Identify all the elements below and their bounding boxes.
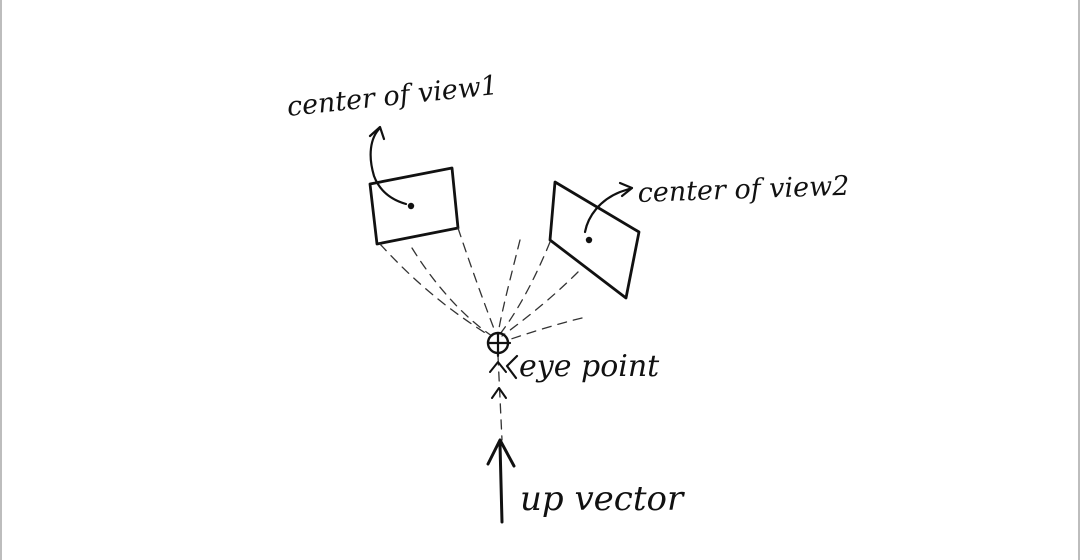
arrow-head-label-1 (368, 125, 386, 141)
frustum-line (499, 241, 551, 335)
label-center-of-view-2: center of view2 (637, 171, 850, 209)
arrow-view-2-to-label-2 (583, 186, 634, 234)
view-1-center-dot (407, 202, 415, 210)
up-vector-arrow-head (486, 438, 516, 468)
frustum-line (501, 271, 579, 337)
eye-point-cross (486, 331, 512, 358)
label-eye-point: eye point (519, 349, 660, 384)
frustum-line (457, 227, 497, 335)
frustum-line (379, 243, 491, 337)
dashed-line-chevrons (489, 361, 507, 399)
eye-point-pointer (505, 354, 519, 380)
frustum-line (507, 317, 583, 341)
view-2-center-dot (585, 236, 593, 244)
up-vector-shaft (498, 442, 504, 524)
view-2-frame (548, 180, 641, 300)
view-frustum-lines (379, 227, 583, 341)
label-up-vector: up vector (520, 479, 685, 519)
arrow-label-1-to-view-1 (369, 126, 408, 206)
frustum-line (497, 239, 521, 335)
frustum-line (411, 247, 493, 337)
label-center-of-view-1: center of view1 (285, 70, 499, 123)
eye-to-up-vector-dashed-line (497, 355, 503, 441)
arrow-head-label-2 (618, 181, 634, 198)
